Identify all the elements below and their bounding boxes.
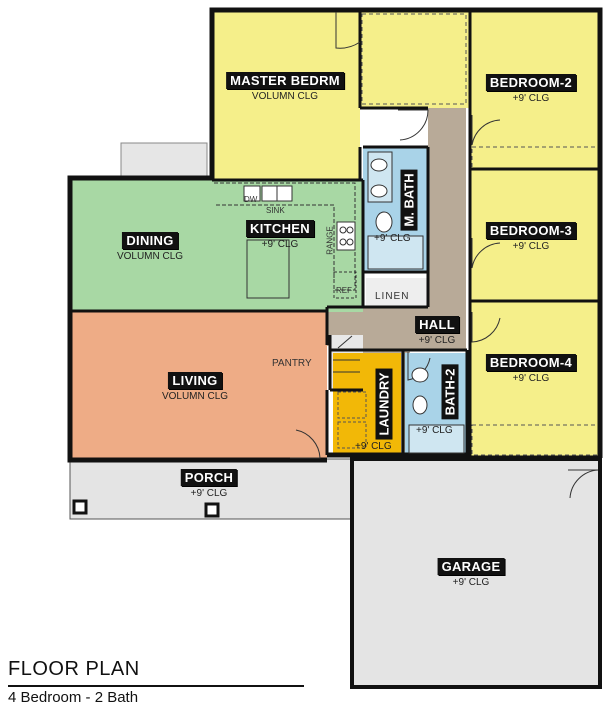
bath-2-fixtures <box>408 367 465 454</box>
title-rule <box>8 685 304 687</box>
ceiling-note: +9' CLG <box>418 335 456 346</box>
room-name: LIVING <box>168 372 222 389</box>
walls <box>67 7 603 463</box>
closet <box>471 424 601 456</box>
room-name: BEDROOM-3 <box>485 222 577 239</box>
room-name: DINING <box>122 232 178 249</box>
title-block: FLOOR PLAN 4 Bedroom - 2 Bath <box>8 658 304 706</box>
ceiling-note: VOLUMN CLG <box>161 391 229 402</box>
ceiling-note: VOLUMN CLG <box>116 251 184 262</box>
interior-walls <box>71 10 600 458</box>
room-name: KITCHEN <box>246 220 314 237</box>
master-bath-fixtures <box>367 151 424 270</box>
room-name: MASTER BEDRM <box>226 72 344 89</box>
ceiling-note: +9' CLG <box>190 488 228 499</box>
master-bedroom-area <box>212 10 470 108</box>
ceiling-note: +9' CLG <box>512 241 550 252</box>
master-bedroom-area <box>212 108 360 180</box>
bedroom-3-label: BEDROOM-3 +9' CLG <box>485 222 577 252</box>
ceiling-note: +9' CLG <box>261 239 299 250</box>
walk-in-closet <box>361 13 467 105</box>
master-bedroom-label: MASTER BEDRM VOLUMN CLG <box>226 72 344 102</box>
ceiling-note: +9' CLG <box>512 373 550 384</box>
refrigerator-label: REF <box>336 286 352 295</box>
hall-label: HALL +9' CLG <box>415 316 459 346</box>
plan-subtitle: 4 Bedroom - 2 Bath <box>8 689 139 706</box>
room-name: PORCH <box>180 469 238 486</box>
room-name: BEDROOM-2 <box>485 74 577 91</box>
bath-2-note: +9' CLG <box>416 425 453 436</box>
porch-post <box>204 502 220 518</box>
kitchen-label: KITCHEN +9' CLG <box>246 220 314 250</box>
porch-post <box>72 499 88 515</box>
living-label: LIVING VOLUMN CLG <box>162 372 228 402</box>
plan-title: FLOOR PLAN <box>8 658 140 680</box>
room-name: BEDROOM-4 <box>485 354 577 371</box>
garage-label: GARAGE +9' CLG <box>437 558 505 588</box>
linen-label: LINEN <box>375 291 410 302</box>
bedroom-4-label: BEDROOM-4 +9' CLG <box>485 354 577 384</box>
garage-door-swing <box>568 469 599 499</box>
linen-closet <box>366 278 428 306</box>
porch-label: PORCH +9' CLG <box>180 469 238 499</box>
hall-area <box>327 108 466 455</box>
sink-label: SINK <box>266 206 285 215</box>
kitchen-fixtures <box>214 182 357 299</box>
dishwasher-label: DW <box>244 195 258 204</box>
room-name: GARAGE <box>437 558 505 575</box>
pantry-shelves <box>333 359 360 373</box>
laundry-fixtures <box>337 391 367 449</box>
dining-label: DINING VOLUMN CLG <box>117 232 183 262</box>
patio-slab <box>120 142 208 180</box>
laundry-note: +9' CLG <box>355 441 392 452</box>
ceiling-note: VOLUMN CLG <box>251 91 319 102</box>
bath-2-name: BATH-2 <box>441 364 459 420</box>
laundry-name: LAUNDRY <box>375 368 393 440</box>
master-bath-note: +9' CLG <box>374 233 411 244</box>
pantry-label: PANTRY <box>272 358 312 369</box>
ceiling-note: +9' CLG <box>512 93 550 104</box>
bedroom-2-label: BEDROOM-2 +9' CLG <box>485 74 577 104</box>
room-name: HALL <box>415 316 459 333</box>
ceiling-note: +9' CLG <box>452 577 490 588</box>
closet <box>471 146 601 170</box>
master-bath-name: M. BATH <box>400 169 418 231</box>
range-label: RANGE <box>325 226 335 255</box>
dining-kitchen-area <box>71 180 363 312</box>
